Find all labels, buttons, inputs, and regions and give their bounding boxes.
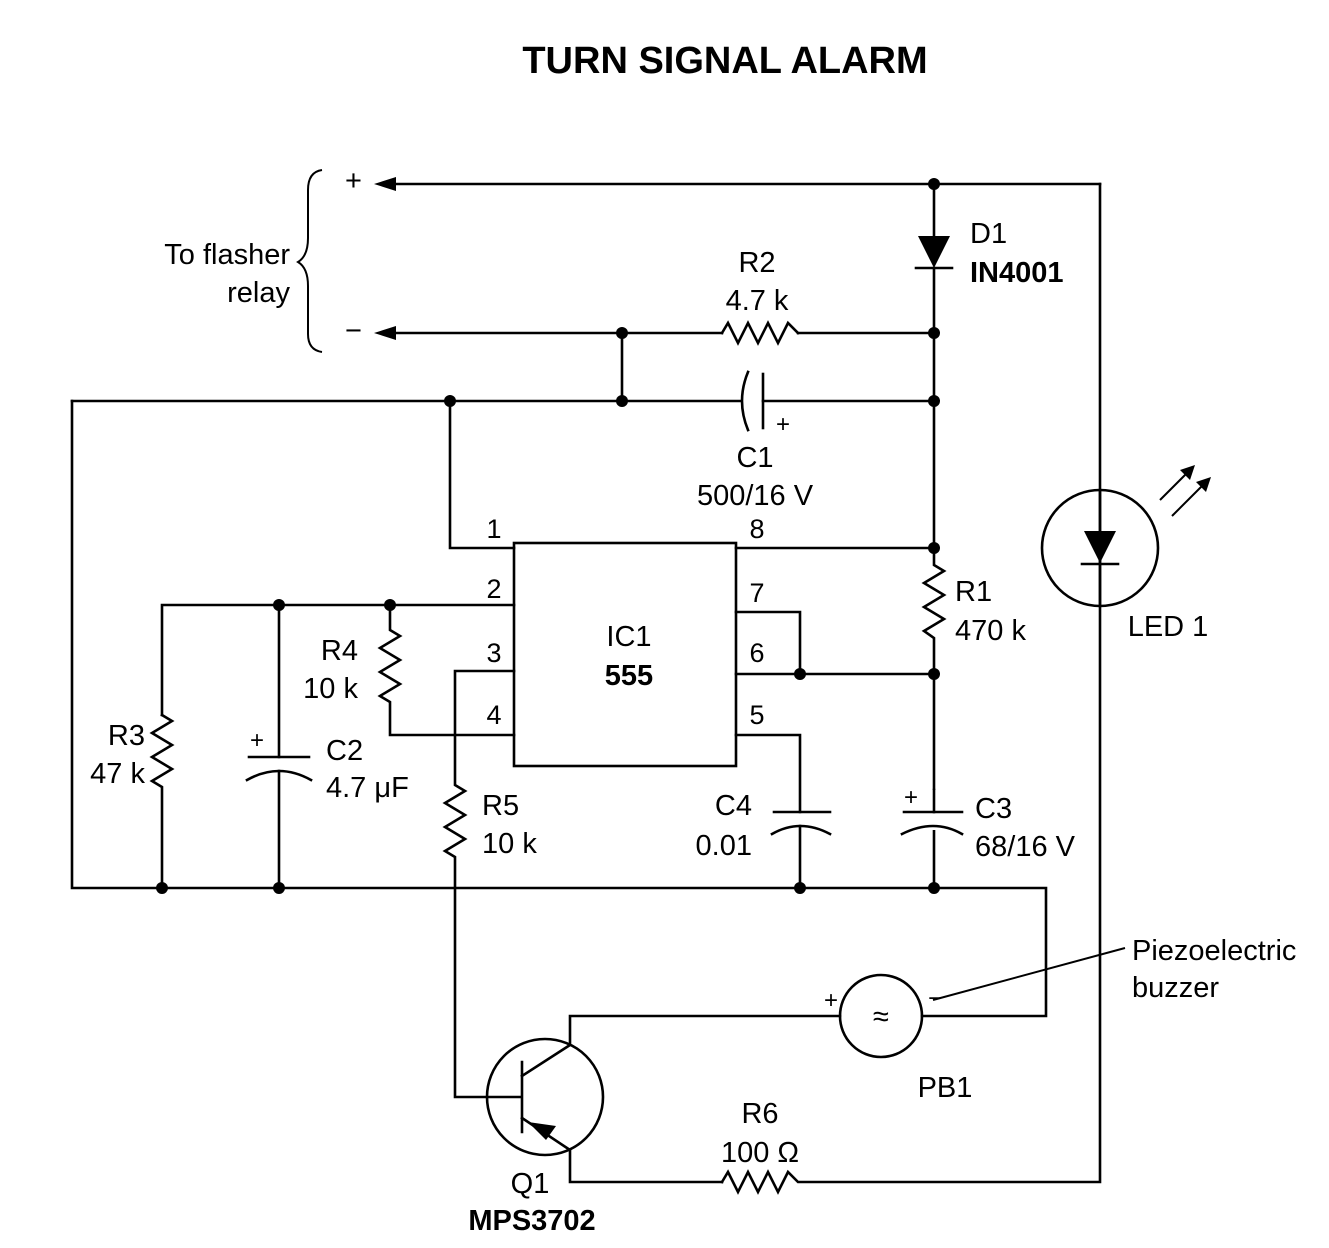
flasher-label-line1: To flasher [164, 239, 290, 271]
c3-polarity: + [904, 784, 918, 811]
junction-dot [794, 668, 806, 680]
r2-ref: R2 [738, 247, 775, 279]
junction-dot [273, 882, 285, 894]
wire-ground-rail [70, 399, 1048, 1018]
junction-dot [616, 395, 628, 407]
led1-diode-icon [1084, 531, 1116, 563]
c3-value: 68/16 V [975, 831, 1076, 863]
junction-dot [928, 542, 940, 554]
c4-value: 0.01 [696, 830, 752, 862]
annotation-line2: buzzer [1132, 972, 1219, 1004]
junction-dot [384, 599, 396, 611]
r1-ref: R1 [955, 576, 992, 608]
r3-ref: R3 [108, 720, 145, 752]
annotation-leader [932, 947, 1126, 1001]
ic1-555-box [512, 541, 738, 768]
c3-ref: C3 [975, 793, 1012, 825]
wire-pin5 [734, 733, 802, 814]
pin-5: 5 [749, 700, 764, 730]
junction-dot [928, 395, 940, 407]
c2-ref: C2 [326, 735, 363, 767]
q1-emitter-arrow-icon [528, 1122, 556, 1140]
annotation-line1: Piezoelectric [1132, 935, 1296, 967]
c1-value: 500/16 V [697, 480, 814, 512]
ic1-value: 555 [605, 660, 653, 692]
r6-value: 100 Ω [721, 1137, 799, 1169]
flasher-plus: + [345, 165, 362, 197]
wire-pin2 [160, 603, 516, 717]
r6-ref: R6 [741, 1098, 778, 1130]
r4-ref: R4 [321, 635, 358, 667]
pin-4: 4 [486, 700, 501, 730]
d1-diode-icon [918, 236, 950, 268]
r5-value: 10 k [482, 828, 537, 860]
flasher-label-line2: relay [227, 277, 290, 309]
led1-ray-2-arrow-icon [1196, 477, 1211, 492]
pb1-buzzer-icon [838, 973, 924, 1059]
junction-dot [273, 599, 285, 611]
r5-ref: R5 [482, 790, 519, 822]
c1-curved-plate [740, 370, 750, 432]
r1-value: 470 k [955, 615, 1026, 647]
junction-dot [928, 882, 940, 894]
q1-value: MPS3702 [468, 1205, 595, 1237]
arrow-plus-icon [374, 177, 396, 191]
c1-polarity: + [776, 411, 790, 438]
junction-dot [156, 882, 168, 894]
pin-2: 2 [486, 574, 501, 604]
pin-6: 6 [749, 638, 764, 668]
c4-ref: C4 [715, 790, 752, 822]
r5-resistor [442, 669, 522, 1099]
c1-ref: C1 [736, 442, 773, 474]
junction-dot [444, 395, 456, 407]
q1-transistor-icon [485, 1037, 605, 1157]
r2-value: 4.7 k [726, 285, 789, 317]
junction-dots [156, 178, 940, 894]
junction-dot [928, 327, 940, 339]
pin-8: 8 [749, 514, 764, 544]
flasher-brace [296, 169, 323, 353]
r4-value: 10 k [303, 673, 358, 705]
q1-ref: Q1 [511, 1168, 550, 1200]
ic1-ref: IC1 [606, 621, 651, 653]
junction-dot [616, 327, 628, 339]
pb1-symbol: ≈ [873, 1001, 889, 1033]
r1-resistor [921, 546, 947, 890]
r3-resistor [149, 713, 175, 890]
led1-ref: LED 1 [1128, 611, 1209, 643]
pb1-plus: + [824, 987, 838, 1014]
wire-pin7 [734, 610, 802, 676]
led1-ray-2 [1171, 481, 1207, 517]
junction-dot [928, 668, 940, 680]
arrow-minus-icon [374, 326, 396, 340]
pin-7: 7 [749, 578, 764, 608]
pb1-ref: PB1 [918, 1072, 973, 1104]
r2-resistor [720, 320, 800, 346]
r6-resistor [720, 182, 1102, 1195]
q1-collector [520, 1014, 842, 1078]
led1-ray-1-arrow-icon [1180, 465, 1195, 480]
diagram-title: TURN SIGNAL ALARM [522, 40, 927, 82]
pin-1: 1 [486, 514, 501, 544]
pin-3: 3 [486, 638, 501, 668]
junction-dot [928, 178, 940, 190]
d1-ref: D1 [970, 218, 1007, 250]
c3-curved-plate [900, 824, 964, 836]
wire-pin1 [448, 399, 516, 550]
r3-value: 47 k [90, 758, 145, 790]
d1-value: IN4001 [970, 257, 1064, 289]
junction-dot [794, 882, 806, 894]
c2-polarity: + [250, 727, 264, 754]
c2-value: 4.7 μF [326, 772, 409, 804]
flasher-minus: − [345, 315, 362, 347]
r4-resistor [377, 603, 516, 737]
